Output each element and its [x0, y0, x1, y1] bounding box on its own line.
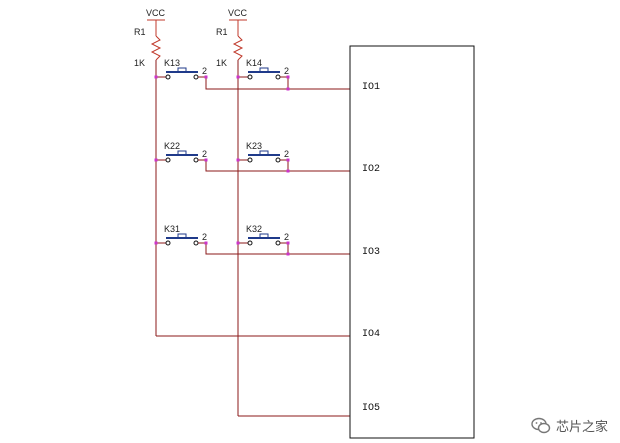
watermark: 芯片之家	[531, 416, 608, 435]
resistor-ref: R1	[216, 27, 228, 37]
switch-k14: K14 2	[238, 58, 289, 80]
resistor-ref: R1	[134, 27, 146, 37]
switch-pin: 2	[202, 232, 207, 242]
port-label-io1: IO1	[362, 82, 380, 93]
junction-dot	[286, 252, 290, 256]
row-wire-2	[205, 160, 350, 172]
resistor-symbol	[150, 35, 162, 61]
junction-dot	[236, 158, 240, 162]
switch-ref: K32	[246, 224, 262, 234]
switch-k13: K13 2	[156, 58, 207, 80]
resistor-value: 1K	[216, 58, 227, 68]
switch-ref: K31	[164, 224, 180, 234]
wechat-icon	[531, 417, 551, 435]
junction-dot	[236, 75, 240, 79]
junction-dot	[286, 241, 290, 245]
switch-ref: K13	[164, 58, 180, 68]
junction-dot	[154, 75, 158, 79]
switch-k22: K22 2	[156, 141, 207, 163]
supply-column-1: VCC R1 1K	[134, 8, 166, 68]
supply-column-2: VCC R1 1K	[216, 8, 248, 68]
mcu-block	[349, 45, 475, 439]
junction-dot	[204, 75, 208, 79]
junction-dot	[236, 241, 240, 245]
junction-dot	[204, 241, 208, 245]
junction-dot	[286, 169, 290, 173]
switch-pin: 2	[284, 232, 289, 242]
junction-dot	[286, 158, 290, 162]
switch-k31: K31 2	[156, 224, 207, 246]
resistor-value: 1K	[134, 58, 145, 68]
vcc-label: VCC	[228, 8, 248, 18]
port-label-io5: IO5	[362, 403, 380, 414]
vcc-label: VCC	[146, 8, 166, 18]
switch-k23: K23 2	[238, 141, 289, 163]
junction-dot	[286, 75, 290, 79]
junction-dot	[286, 87, 290, 91]
switch-pin: 2	[202, 66, 207, 76]
switch-pin: 2	[202, 149, 207, 159]
switch-ref: K22	[164, 141, 180, 151]
switch-ref: K23	[246, 141, 262, 151]
port-label-io4: IO4	[362, 329, 380, 340]
port-label-io3: IO3	[362, 247, 380, 258]
row-wire-3	[205, 243, 350, 255]
junction-dots	[154, 75, 290, 256]
watermark-text: 芯片之家	[555, 420, 608, 435]
junction-dot	[204, 158, 208, 162]
switch-ref: K14	[246, 58, 262, 68]
switch-k32: K32 2	[238, 224, 289, 246]
junction-dot	[154, 158, 158, 162]
row-wire-1	[205, 77, 350, 90]
junction-dot	[154, 241, 158, 245]
port-label-io2: IO2	[362, 164, 380, 175]
switch-pin: 2	[284, 66, 289, 76]
resistor-symbol	[232, 35, 244, 61]
switch-pin: 2	[284, 149, 289, 159]
